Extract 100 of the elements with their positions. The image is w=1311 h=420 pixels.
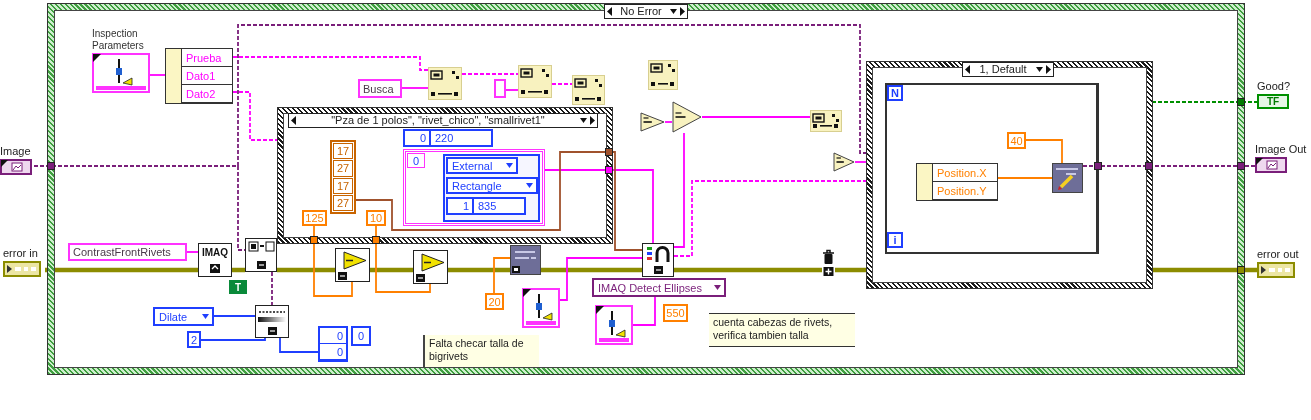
array-element: 17 bbox=[333, 143, 353, 160]
array-index: 0 bbox=[320, 344, 346, 360]
triangle-function-icon bbox=[640, 112, 665, 132]
wire bbox=[279, 337, 319, 353]
unbundle-node bbox=[916, 163, 998, 201]
element-name: Prueba bbox=[182, 49, 232, 67]
wire bbox=[200, 337, 266, 341]
control-label: Inspection Parameters bbox=[92, 28, 145, 52]
slider-control-icon bbox=[595, 305, 633, 345]
subvi-icon bbox=[255, 305, 289, 338]
terminal-label: error out bbox=[1257, 248, 1300, 261]
string-constant: Busca bbox=[358, 79, 402, 98]
wire bbox=[213, 315, 256, 317]
wire bbox=[232, 91, 279, 141]
triangle-function-icon bbox=[672, 101, 702, 133]
wire bbox=[1025, 139, 1063, 164]
subvi-icon bbox=[810, 110, 842, 132]
array-index: 1 bbox=[448, 199, 474, 213]
wire bbox=[674, 267, 822, 273]
wire bbox=[375, 225, 431, 293]
wire bbox=[673, 180, 868, 257]
wire bbox=[505, 89, 519, 91]
wire bbox=[277, 267, 335, 273]
wire bbox=[559, 257, 643, 301]
wire bbox=[701, 116, 811, 118]
array-element: 835 bbox=[477, 199, 498, 213]
wire bbox=[370, 267, 413, 273]
element-name: Position.X bbox=[933, 164, 997, 182]
array-element: 220 bbox=[434, 131, 455, 145]
terminal-label: Image Out bbox=[1255, 143, 1308, 156]
subvi-icon bbox=[642, 243, 674, 277]
case-structure bbox=[867, 62, 1152, 288]
wire bbox=[448, 267, 510, 273]
array-constant bbox=[403, 149, 545, 226]
wire bbox=[461, 73, 519, 75]
string-constant bbox=[494, 79, 506, 98]
wire bbox=[551, 83, 573, 85]
subvi-icon bbox=[245, 238, 277, 272]
comment-note: cuenta cabezas de rivets, verifica tambien talla bbox=[709, 313, 855, 347]
slider-control-icon bbox=[522, 288, 560, 328]
array-index: 0 bbox=[407, 153, 425, 168]
wire bbox=[271, 271, 273, 306]
array-constant bbox=[330, 140, 356, 214]
array-element: 27 bbox=[333, 194, 353, 211]
wire bbox=[401, 87, 429, 89]
wire bbox=[854, 161, 868, 163]
array-index: 0 bbox=[405, 131, 431, 145]
array-element: 0 bbox=[351, 326, 371, 346]
ring-label: IMAQ Detect Ellipses bbox=[598, 281, 702, 294]
array-constant bbox=[446, 197, 526, 215]
wire bbox=[544, 169, 654, 244]
wire bbox=[664, 121, 673, 123]
ring-label: Rectangle bbox=[452, 179, 502, 192]
subvi-block bbox=[198, 243, 232, 277]
subvi-icon bbox=[572, 75, 605, 105]
unbundle-node bbox=[165, 48, 233, 104]
subvi-icon bbox=[518, 65, 552, 98]
numeric-constant: 10 bbox=[366, 210, 386, 226]
element-name: Position.Y bbox=[933, 182, 997, 200]
array-index: 0 bbox=[320, 328, 346, 344]
wire bbox=[541, 267, 642, 273]
numeric-constant: 2 bbox=[187, 331, 201, 348]
cluster-constant bbox=[443, 154, 540, 222]
numeric-constant: 40 bbox=[1007, 132, 1026, 149]
wire bbox=[45, 267, 198, 273]
ring-label: External bbox=[452, 159, 493, 172]
case-structure bbox=[48, 4, 1244, 374]
array-element: 17 bbox=[333, 177, 353, 194]
numeric-constant: 550 bbox=[663, 304, 688, 322]
wire bbox=[1151, 101, 1258, 103]
wire bbox=[186, 251, 199, 253]
terminal-label: Image bbox=[0, 145, 32, 158]
comment-note: Falta checar talla de bigrivets bbox=[423, 335, 539, 367]
wire bbox=[493, 257, 511, 294]
case-label: 1, Default bbox=[978, 63, 1028, 76]
numeric-constant: 125 bbox=[302, 210, 327, 226]
wire bbox=[997, 177, 1053, 179]
ring-constant bbox=[446, 157, 518, 174]
iteration-terminal: i bbox=[887, 232, 903, 248]
element-name: Dato1 bbox=[182, 67, 232, 85]
element-name: Dato2 bbox=[182, 85, 232, 103]
wire bbox=[1082, 165, 1256, 167]
ring-constant bbox=[592, 278, 726, 297]
case-structure bbox=[278, 108, 612, 243]
loop-count-terminal: N bbox=[887, 85, 903, 101]
subvi-icon bbox=[648, 60, 678, 90]
terminal-label: error in bbox=[3, 247, 39, 260]
wire bbox=[149, 74, 166, 76]
boolean-indicator: TF bbox=[1257, 94, 1289, 109]
pencil-subvi-icon bbox=[1052, 163, 1083, 193]
string-constant: ContrastFrontRivets bbox=[68, 243, 187, 261]
triangle-subvi-icon bbox=[413, 250, 448, 284]
ring-constant bbox=[153, 307, 214, 326]
wire bbox=[1152, 267, 1257, 273]
subvi-label: IMAQ bbox=[201, 247, 229, 258]
wire bbox=[673, 132, 685, 248]
for-loop bbox=[885, 83, 1099, 254]
case-label: No Error bbox=[619, 5, 663, 18]
triangle-subvi-icon bbox=[335, 248, 370, 282]
trash-icon bbox=[822, 249, 835, 277]
